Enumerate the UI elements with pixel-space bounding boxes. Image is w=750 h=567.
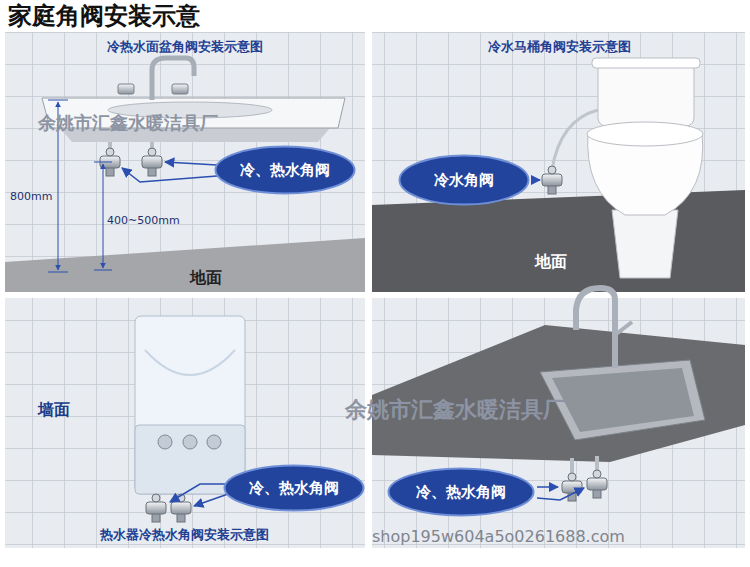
basin-panel-part <box>5 32 365 292</box>
basin-panel-part <box>5 238 365 292</box>
toilet-panel-part <box>552 110 598 170</box>
dimension-label: 800mm <box>10 190 52 203</box>
panel-caption: 冷水马桶角阀安装示意图 <box>488 38 631 56</box>
heater-panel-part <box>5 298 365 548</box>
kitchen-panel-part <box>587 470 607 498</box>
basin-panel-part <box>118 84 134 94</box>
watermark: 余姚市汇鑫水暖洁具厂 <box>38 112 218 134</box>
diagram-panel: 冷热水面盆角阀安装示意图冷、热水角阀 <box>5 32 365 292</box>
callout-text: 冷、热水角阀 <box>240 160 330 180</box>
kitchen-panel-part <box>576 288 615 368</box>
basin-panel-part <box>94 270 112 271</box>
heater-panel-part <box>194 494 228 506</box>
toilet-panel-part <box>372 190 745 292</box>
toilet-panel-part <box>372 32 745 292</box>
panel-caption: 热水器冷热水角阀安装示意图 <box>100 526 269 544</box>
kitchen-panel-part <box>537 486 558 488</box>
callout-oval: 冷、热水角阀 <box>387 467 535 517</box>
oval-fill <box>389 469 534 516</box>
basin-panel-part <box>94 162 112 163</box>
basin-panel-part <box>103 164 104 268</box>
basin-panel <box>5 32 365 292</box>
heater-panel-part <box>145 350 235 375</box>
toilet-panel-part <box>592 58 700 68</box>
toilet-panel-part <box>587 122 703 146</box>
basin-panel-part <box>165 162 217 165</box>
kitchen-panel-part <box>372 325 745 462</box>
toilet-panel-part <box>532 179 540 181</box>
toilet-panel-part <box>612 210 678 278</box>
oval-fill <box>216 147 355 194</box>
heater-panel-part <box>158 435 172 449</box>
wall-label: 墙面 <box>38 400 70 419</box>
basin-panel-part <box>152 58 194 100</box>
callout-text: 冷、热水角阀 <box>249 478 339 498</box>
kitchen-panel-part <box>537 488 584 500</box>
heater-panel-part <box>183 435 197 449</box>
heater-panel-part <box>170 484 228 502</box>
shop-url: shop195w604a5o0261688.com <box>372 527 625 546</box>
heater-panel-part <box>207 435 221 449</box>
oval-text-wrap: 冷、热水角阀 <box>223 464 365 512</box>
panel-caption: 冷热水面盆角阀安装示意图 <box>107 38 263 56</box>
kitchen-panel-part <box>552 368 694 432</box>
heater-panel <box>5 298 365 548</box>
heater-panel-part <box>171 494 191 522</box>
oval-text-wrap: 冷、热水角阀 <box>214 145 356 195</box>
toilet-panel-part <box>598 62 694 126</box>
heater-panel-part <box>135 316 245 494</box>
callout-text: 冷、热水角阀 <box>416 482 506 502</box>
basin-panel-part <box>122 168 217 182</box>
page-title: 家庭角阀安装示意 <box>8 2 200 30</box>
callout-oval: 冷、热水角阀 <box>223 464 365 512</box>
basin-panel-part <box>48 100 68 101</box>
oval-text-wrap: 冷水角阀 <box>398 154 530 206</box>
kitchen-panel-part <box>615 322 632 335</box>
dimension-label: 400~500mm <box>107 214 180 227</box>
floor-label: 地面 <box>535 252 567 271</box>
callout-text: 冷水角阀 <box>434 170 494 190</box>
basin-panel-part <box>48 272 68 273</box>
oval-fill <box>225 466 364 511</box>
oval-fill <box>400 156 529 205</box>
callout-oval: 冷水角阀 <box>398 154 530 206</box>
basin-panel-part <box>172 84 188 94</box>
callout-oval: 冷、热水角阀 <box>214 145 356 195</box>
toilet-panel <box>372 32 745 292</box>
oval-text-wrap: 冷、热水角阀 <box>387 467 535 517</box>
floor-label: 地面 <box>190 268 222 287</box>
toilet-panel-part <box>542 166 562 194</box>
basin-panel-part <box>142 148 162 176</box>
diagram-panel: 热水器冷热水角阀安装示意图 冷、热水角阀 <box>5 298 365 548</box>
heater-panel-part <box>146 494 166 522</box>
watermark: 余姚市汇鑫水暖洁具厂 <box>345 397 565 423</box>
kitchen-panel-part <box>372 298 745 548</box>
